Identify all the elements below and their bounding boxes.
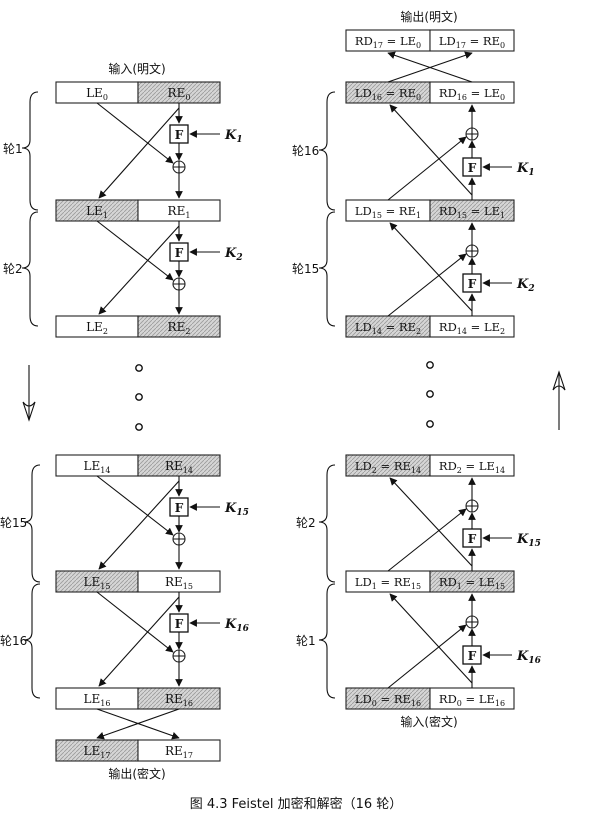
dec-output-label: 输出(明文) [400,9,457,24]
dec-direction-arrow [552,370,566,430]
dec-ld17: LD17 = RE0 [439,34,505,50]
enc-f-label-2: F [175,246,184,260]
enc-row-16: LE16 RE16 [55,687,221,710]
dec-brace-round1 [318,583,336,699]
enc-re1: RE1 [168,204,191,220]
dec-round-k1: F K1 [387,104,535,201]
enc-round-2: F K2 [96,220,243,315]
dec-row-15: LD15 = RE1 RD15 = LE1 [345,199,515,222]
dec-row-2: LD2 = RE14 RD2 = LE14 [345,454,515,477]
dec-round-label-16: 轮16 [292,144,319,158]
enc-final-swap [96,708,180,740]
enc-row-2: LE2 RE2 [55,315,221,338]
enc-row-0: LE0 RE0 [55,81,221,104]
dec-brace-round2 [318,464,336,583]
enc-key-1: K1 [224,128,243,145]
dec-ld16: LD16 = RE0 [355,86,421,102]
dec-input-label: 输入(密文) [400,714,457,729]
dec-ellipsis-dot-2 [426,390,434,398]
enc-brace-round1 [21,91,39,211]
enc-le15: LE15 [84,575,111,591]
dec-row-17: RD17 = LE0 LD17 = RE0 [345,29,515,52]
dec-f-label-k16: F [468,649,477,663]
dec-f-label-k1: F [468,161,477,175]
dec-brace-round16 [318,91,336,211]
dec-round-label-15: 轮15 [292,262,319,276]
dec-ellipsis-dot-1 [426,361,434,369]
enc-re0: RE0 [168,86,191,102]
enc-f-label-15: F [175,501,184,515]
dec-key-2: K2 [516,277,535,294]
enc-round-label-15: 轮15 [0,516,27,530]
dec-ld0: LD0 = RE16 [355,692,421,708]
dec-brace-round15 [318,211,336,327]
dec-ld15: LD15 = RE1 [355,204,421,220]
enc-round-15: F K15 [96,475,249,570]
dec-rd16: RD16 = LE0 [439,86,505,102]
enc-brace-round15 [23,464,41,583]
enc-direction-arrow [22,365,36,422]
enc-ellipsis-dot-3 [135,423,143,431]
dec-ellipsis-dot-3 [426,420,434,428]
enc-re15: RE15 [165,575,193,591]
enc-key-16: K16 [224,617,250,634]
dec-final-swap [387,51,473,83]
enc-le1: LE1 [86,204,108,220]
enc-row-17: LE17 RE17 [55,739,221,762]
enc-re16: RE16 [165,692,193,708]
figure-caption: 图 4.3 Feistel 加密和解密（16 轮） [190,796,403,812]
dec-round-label-1: 轮1 [296,634,316,648]
enc-ellipsis-dot-1 [135,364,143,372]
enc-le14: LE14 [84,459,111,475]
enc-round-label-1: 轮1 [3,142,23,156]
enc-round-1: F K1 [96,102,243,199]
dec-rd14: RD14 = LE2 [439,320,505,336]
enc-key-2: K2 [224,246,243,263]
dec-ld2: LD2 = RE14 [355,459,421,475]
dec-f-label-k15: F [468,532,477,546]
enc-le0: LE0 [86,86,108,102]
dec-ld14: LD14 = RE2 [355,320,421,336]
dec-round-k16: F K16 [387,593,542,689]
dec-rd0: RD0 = LE16 [439,692,505,708]
dec-round-k2: F K2 [387,222,535,317]
enc-le16: LE16 [84,692,111,708]
enc-round-label-2: 轮2 [3,262,23,276]
dec-round-k15: F K15 [387,477,541,572]
enc-brace-round16 [23,583,41,699]
dec-row-16: LD16 = RE0 RD16 = LE0 [345,81,515,104]
dec-key-16: K16 [516,649,542,666]
enc-ellipsis-dot-2 [135,393,143,401]
enc-row-1: LE1 RE1 [55,199,221,222]
enc-f-label-1: F [175,128,184,142]
dec-row-1: LD1 = RE15 RD1 = LE15 [345,570,515,593]
enc-re17: RE17 [165,744,193,760]
dec-rd1: RD1 = LE15 [439,575,505,591]
enc-input-label: 输入(明文) [108,61,165,76]
enc-output-label: 输出(密文) [108,766,165,781]
enc-row-15: LE15 RE15 [55,570,221,593]
dec-key-15: K15 [516,532,541,549]
enc-re2: RE2 [168,320,191,336]
dec-round-label-2: 轮2 [296,516,316,530]
enc-re14: RE14 [165,459,193,475]
enc-brace-round2 [21,211,39,327]
dec-ld1: LD1 = RE15 [355,575,421,591]
dec-rd17: RD17 = LE0 [355,34,421,50]
dec-rd15: RD15 = LE1 [439,204,505,220]
enc-round-label-16: 轮16 [0,634,27,648]
enc-le2: LE2 [86,320,108,336]
enc-le17: LE17 [84,744,111,760]
dec-row-0: LD0 = RE16 RD0 = LE16 [345,687,515,710]
enc-f-label-16: F [175,617,184,631]
enc-row-14: LE14 RE14 [55,454,221,477]
dec-rd2: RD2 = LE14 [439,459,505,475]
dec-f-label-k2: F [468,277,477,291]
enc-round-16: F K16 [96,591,250,687]
enc-key-15: K15 [224,501,249,518]
dec-row-14: LD14 = RE2 RD14 = LE2 [345,315,515,338]
dec-key-1: K1 [516,161,535,178]
